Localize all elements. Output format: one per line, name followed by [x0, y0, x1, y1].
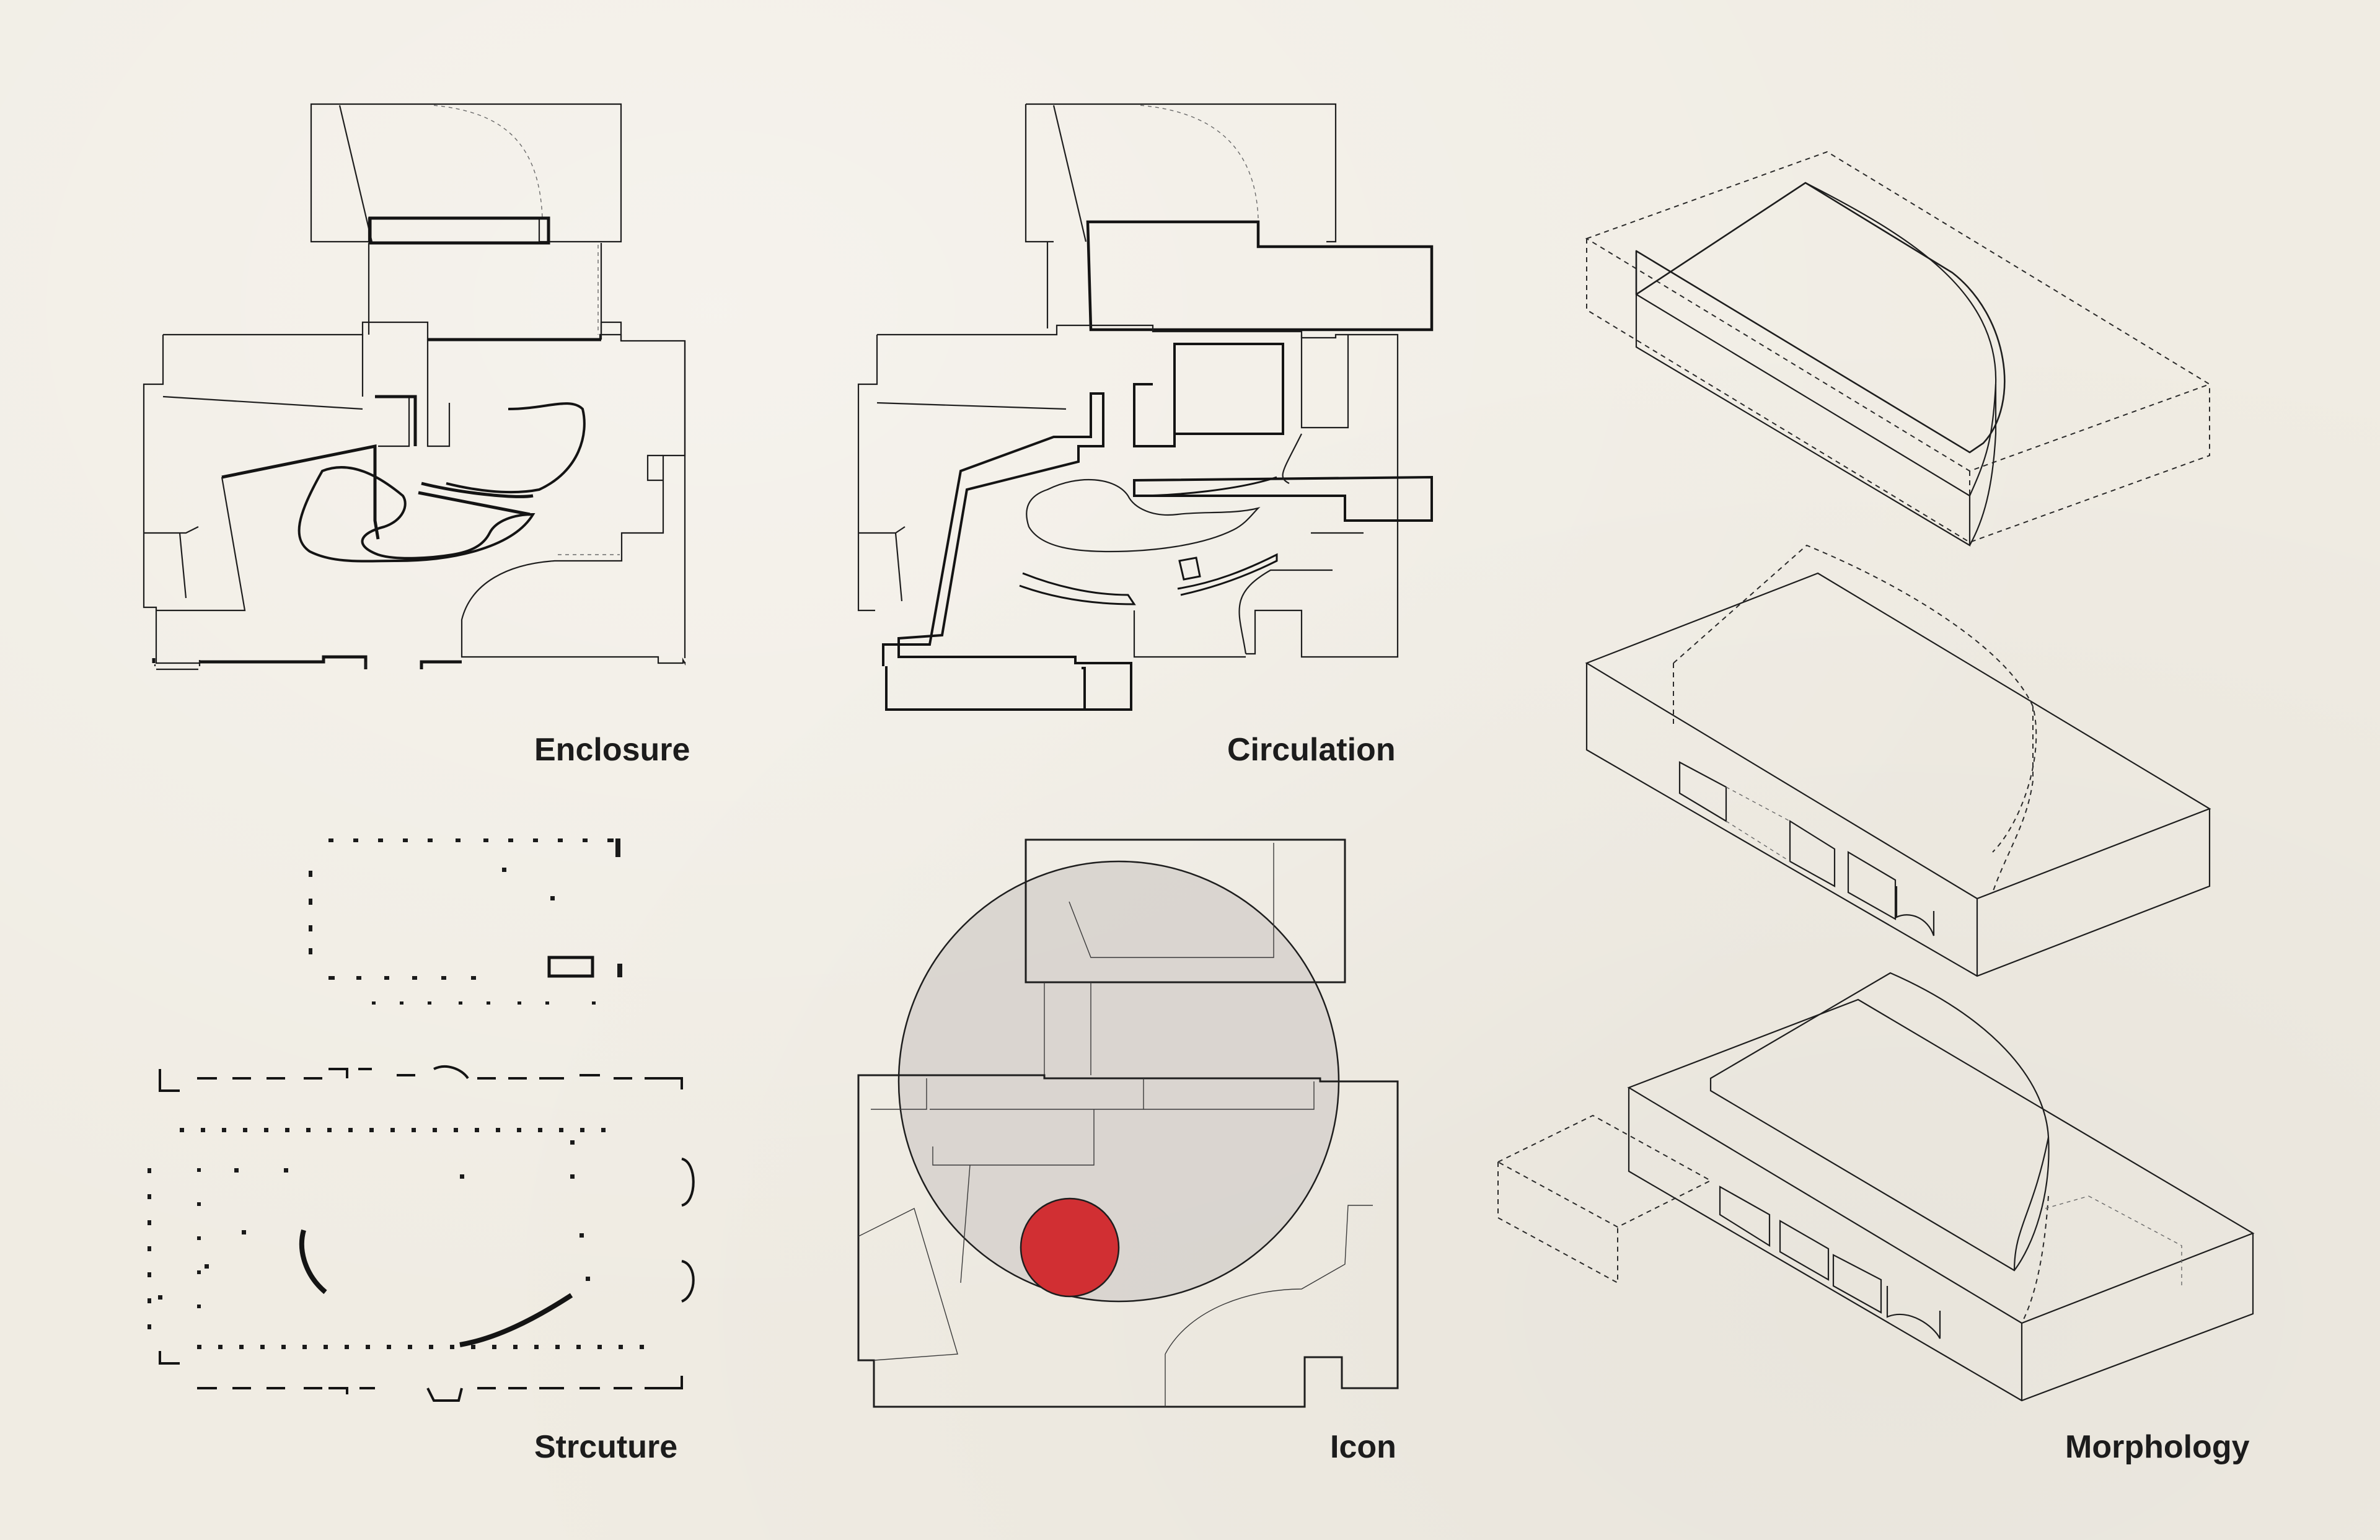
- structure-column: [534, 1345, 539, 1349]
- structure-column: [148, 1272, 151, 1277]
- structure-column: [197, 1202, 201, 1206]
- structure-column: [201, 1128, 205, 1132]
- icon-focus-circle: [1020, 1197, 1120, 1298]
- structure-column: [412, 1128, 416, 1132]
- structure-column: [148, 1168, 151, 1173]
- structure-column: [640, 1345, 644, 1349]
- structure-column: [306, 1128, 311, 1132]
- structure-column: [148, 1194, 151, 1199]
- structure-column: [285, 1128, 289, 1132]
- caption-morphology: Morphology: [2065, 1429, 2250, 1465]
- structure-column: [205, 1264, 209, 1269]
- structure-column: [555, 1345, 560, 1349]
- structure-column: [348, 1128, 353, 1132]
- structure-column: [264, 1128, 268, 1132]
- structure-column: [243, 1128, 247, 1132]
- structure-column: [327, 1128, 332, 1132]
- structure-column: [148, 1220, 151, 1225]
- caption-circulation: Circulation: [1227, 732, 1396, 768]
- structure-column: [387, 1345, 391, 1349]
- structure-column-grid: [148, 1128, 644, 1349]
- structure-column: [390, 1128, 395, 1132]
- structure-column: [586, 1277, 590, 1281]
- structure-column: [496, 1128, 500, 1132]
- structure-column: [580, 1233, 584, 1238]
- structure-column: [517, 1128, 521, 1132]
- structure-column: [559, 1128, 563, 1132]
- structure-column: [345, 1345, 349, 1349]
- structure-column: [260, 1345, 265, 1349]
- morph-middle: [1585, 544, 2211, 977]
- structure-column: [148, 1246, 151, 1251]
- structure-column: [234, 1168, 239, 1173]
- structure-column: [513, 1345, 518, 1349]
- structure-column: [197, 1236, 201, 1240]
- enclosure-plan: [143, 103, 686, 671]
- structure-column: [302, 1345, 307, 1349]
- caption-structure: Strcuture: [534, 1429, 678, 1465]
- structure-column: [492, 1345, 496, 1349]
- structure-column: [366, 1345, 370, 1349]
- structure-column: [429, 1345, 433, 1349]
- structure-column: [284, 1168, 288, 1173]
- structure-column: [538, 1128, 542, 1132]
- structure-column: [222, 1128, 226, 1132]
- icon-plan: [857, 838, 1399, 1408]
- structure-column: [408, 1345, 412, 1349]
- morph-top: [1585, 151, 2211, 547]
- structure-column: [369, 1128, 374, 1132]
- structure-column: [576, 1345, 581, 1349]
- structure-column: [197, 1345, 201, 1349]
- structure-plan: [148, 838, 695, 1402]
- structure-column: [218, 1345, 223, 1349]
- caption-icon: Icon: [1330, 1429, 1396, 1465]
- structure-column: [158, 1295, 162, 1300]
- structure-column: [601, 1128, 606, 1132]
- structure-column: [619, 1345, 623, 1349]
- structure-column: [242, 1230, 246, 1234]
- structure-column: [454, 1128, 458, 1132]
- structure-column: [460, 1174, 464, 1179]
- structure-column: [324, 1345, 328, 1349]
- morphology-axonometrics: [1496, 151, 2255, 1402]
- structure-column: [597, 1345, 602, 1349]
- structure-column: [580, 1128, 584, 1132]
- structure-column: [180, 1128, 184, 1132]
- structure-column: [148, 1324, 151, 1329]
- structure-column: [475, 1128, 479, 1132]
- structure-column: [197, 1305, 201, 1308]
- structure-column: [471, 1345, 475, 1349]
- structure-column: [570, 1140, 575, 1145]
- structure-column: [197, 1270, 201, 1274]
- structure-column: [433, 1128, 437, 1132]
- structure-column: [197, 1168, 201, 1172]
- structure-column: [148, 1298, 151, 1303]
- morph-bottom: [1496, 972, 2255, 1402]
- structure-column: [450, 1345, 454, 1349]
- structure-column: [281, 1345, 286, 1349]
- structure-column: [570, 1174, 575, 1179]
- circulation-plan: [857, 103, 1434, 711]
- structure-column: [239, 1345, 244, 1349]
- caption-enclosure: Enclosure: [534, 732, 690, 768]
